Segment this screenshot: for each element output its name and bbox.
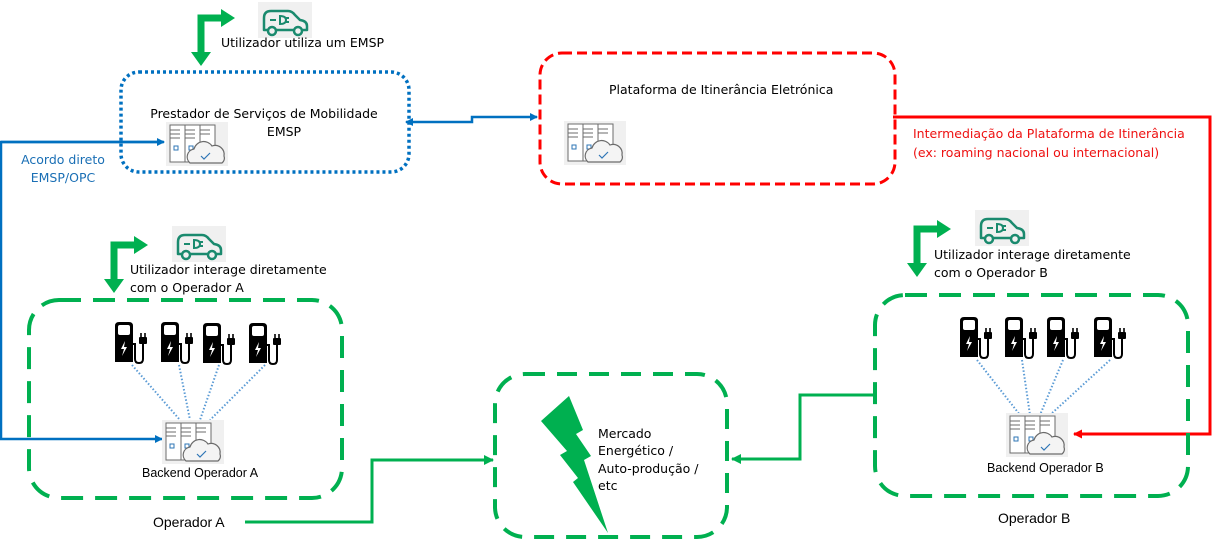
lightning-bolt-icon: [541, 396, 608, 533]
platform-intermediation-label-line2: (ex: roaming nacional ou internacional): [913, 145, 1160, 160]
operator-b-backend-label: Backend Operador B: [987, 461, 1104, 475]
operator-b-charger-icon-2: [1004, 316, 1038, 359]
energy-market-line1: Mercado: [598, 426, 652, 441]
operator-b-charger-links: [976, 359, 1111, 416]
emsp-user-label: Utilizador utiliza um EMSP: [221, 35, 385, 50]
operator-b-name: Operador B: [998, 510, 1071, 526]
direct-agreement-label-line2: EMSP/OPC: [30, 170, 96, 185]
operator-b-user-label-line2: com o Operador B: [934, 265, 1048, 280]
operator-b-charger-icon-3: [1046, 316, 1080, 359]
operator-b-energy-connector: [731, 393, 874, 464]
platform-intermediation-label-line1: Intermediação da Plataforma de Itinerânc…: [913, 126, 1185, 141]
operator-a-name: Operador A: [153, 514, 225, 530]
energy-market-box: [493, 372, 729, 539]
operator-a-backend-label: Backend Operador A: [142, 466, 259, 480]
roaming-server-cloud-icon: [563, 120, 627, 166]
operator-b-user-label-line1: Utilizador interage diretamente: [934, 247, 1131, 262]
operator-a-user-label-line2: com o Operador A: [130, 280, 244, 295]
operator-a-charger-icon-4: [248, 322, 282, 365]
operator-a-charger-icon-2: [160, 321, 194, 364]
operator-b-box: [873, 293, 1190, 498]
emsp-box: [119, 70, 411, 174]
operator-a-user-label-line1: Utilizador interage diretamente: [130, 262, 327, 277]
operator-b-ev-car-icon: [973, 208, 1031, 248]
direct-agreement-label-line1: Acordo direto: [21, 152, 105, 167]
operator-a-box: [27, 298, 344, 500]
operator-a-charger-icon-3: [202, 322, 236, 365]
operator-a-ev-car-icon: [170, 224, 228, 264]
energy-market-line4: etc: [598, 478, 618, 493]
emsp-ev-car-icon: [256, 0, 314, 40]
emsp-platform-connector: [405, 113, 538, 126]
operator-a-energy-connector: [245, 455, 494, 524]
operator-b-backend-icon: [1005, 412, 1069, 458]
energy-market-line2: Energético /: [598, 443, 674, 458]
platform-intermediation-connector: [893, 115, 1212, 439]
roaming-platform-title: Plataforma de Itinerância Eletrónica: [609, 82, 834, 97]
operator-b-charger-icon-1: [959, 316, 993, 359]
operator-a-backend-icon: [161, 419, 225, 465]
operator-b-charger-icon-4: [1093, 316, 1127, 359]
energy-market-line3: Auto-produção /: [598, 461, 699, 476]
roaming-platform-box: [538, 51, 897, 186]
operator-a-charger-links: [131, 364, 266, 421]
emsp-title-line1: Prestador de Serviços de Mobilidade: [150, 106, 378, 121]
operator-a-charger-icon-1: [114, 321, 148, 364]
emsp-title-line2: EMSP: [266, 124, 302, 139]
